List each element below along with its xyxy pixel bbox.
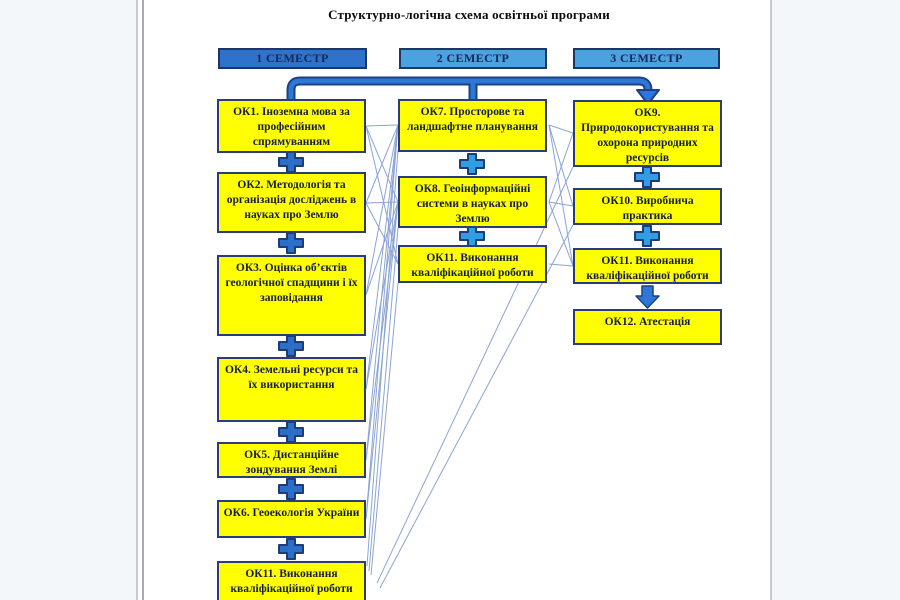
plus-icon (459, 153, 485, 175)
plus-icon (278, 232, 304, 254)
semester-flow-connector (286, 76, 660, 105)
course-box-ok6: ОК6. Геоекологія України (217, 500, 366, 538)
plus-icon (278, 478, 304, 500)
semester-header-1: 1 СЕМЕСТР (218, 48, 367, 69)
course-box-ok11-s1: ОК11. Виконання кваліфікаційної роботи (217, 561, 366, 600)
prerequisite-link-lines (365, 124, 574, 589)
plus-icon (634, 225, 660, 247)
course-box-ok4: ОК4. Земельні ресурси та їх використання (217, 357, 366, 422)
semester-header-2: 2 СЕМЕСТР (399, 48, 547, 69)
semester-header-3: 3 СЕМЕСТР (573, 48, 720, 69)
course-box-ok11-s3: ОК11. Виконання кваліфікаційної роботи (573, 248, 722, 284)
down-arrow-icon (635, 285, 660, 309)
plus-icon (278, 421, 304, 443)
course-box-ok5: ОК5. Дистанційне зондування Землі (217, 442, 366, 478)
plus-icon (459, 225, 485, 247)
plus-icon (278, 538, 304, 560)
course-box-ok11-s2: ОК11. Виконання кваліфікаційної роботи (398, 245, 547, 283)
course-box-ok9: ОК9. Природокористування та охорона прир… (573, 100, 722, 167)
course-box-ok1: ОК1. Іноземна мова за професійним спряму… (217, 99, 366, 153)
plus-icon (278, 151, 304, 173)
course-box-ok8: ОК8. Геоінформаційні системи в науках пр… (398, 176, 547, 228)
plus-icon (278, 335, 304, 357)
arrowhead-to-semester3 (636, 89, 660, 105)
course-box-ok2: ОК2. Методологія та організація дослідже… (217, 172, 366, 233)
plus-icon (634, 166, 660, 188)
course-box-ok7: ОК7. Просторове та ландшафтне планування (398, 99, 547, 152)
diagram-title: Структурно-логічна схема освітньої прогр… (328, 7, 610, 22)
course-box-ok12: ОК12. Атестація (573, 309, 722, 345)
course-box-ok10: ОК10. Виробнича практика (573, 188, 722, 225)
course-box-ok3: ОК3. Оцінка об’єктів геологічної спадщин… (217, 255, 366, 336)
